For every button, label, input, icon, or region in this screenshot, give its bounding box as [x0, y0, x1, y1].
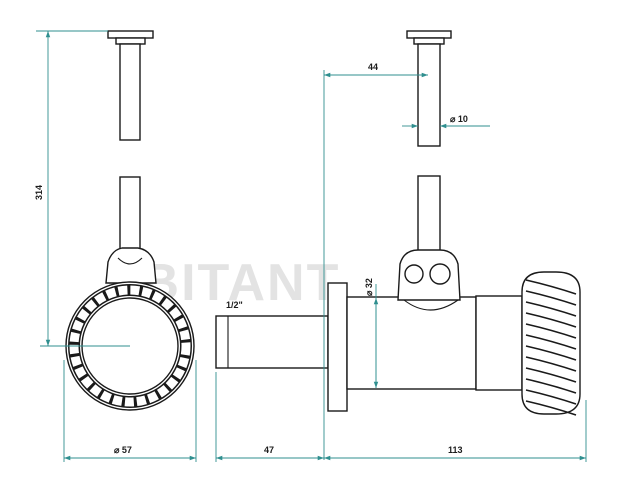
pipe-lower-left: [119, 176, 141, 258]
dim-text-57: ⌀ 57: [114, 445, 132, 455]
knurl-line: [525, 378, 577, 394]
pipe-flange-left: [107, 30, 154, 39]
thread-connector: [215, 315, 329, 369]
handle-collar: [475, 295, 523, 391]
dim-text-314: 314: [34, 185, 44, 200]
pipe-upper-left: [119, 43, 141, 141]
knurl-line: [525, 323, 577, 339]
knurl-line: [525, 312, 577, 328]
clamp-nut-left: [105, 247, 157, 284]
dim-pipe-diameter: ⌀ 10: [402, 114, 490, 129]
pipe-lower-right: [417, 175, 441, 257]
dim-text-44: 44: [368, 62, 378, 72]
knurl-line: [525, 345, 577, 361]
clamp-bolt-rear: [404, 264, 424, 284]
knurled-knob: [521, 271, 581, 415]
side-view: [215, 30, 581, 416]
knurl-line: [525, 400, 577, 416]
knurl-line: [525, 301, 577, 317]
dim-outlet-diameter: ⌀ 32: [364, 278, 379, 388]
dim-rosette-diameter: ⌀ 57: [63, 360, 197, 462]
valve-body: [346, 296, 477, 390]
dim-lengths: 47 113: [215, 372, 587, 462]
pipe-flange-right: [406, 30, 452, 39]
dim-overall-height: 314: [34, 30, 108, 346]
wall-flange: [327, 282, 348, 412]
knurl-line: [525, 290, 577, 306]
dim-text-113: 113: [448, 445, 463, 455]
knurl-line: [525, 334, 577, 350]
dim-offset: 44: [323, 62, 428, 460]
pipe-upper-right: [417, 43, 441, 147]
dim-text-47: 47: [264, 445, 274, 455]
clamp-saddle: [403, 299, 459, 311]
front-view: [65, 30, 195, 411]
dim-text-10: ⌀ 10: [450, 114, 468, 124]
pipe-nut-left: [115, 37, 146, 45]
clamp-nut-right: [397, 249, 461, 301]
knurl-line: [525, 356, 577, 372]
clamp-detail-left: [117, 257, 143, 265]
dim-text-thread: 1/2": [226, 300, 243, 310]
dim-text-32: ⌀ 32: [364, 278, 374, 296]
knob-knurling: [525, 279, 577, 416]
pipe-nut-right: [413, 37, 445, 45]
clamp-bolt: [429, 263, 451, 285]
knurl-line: [525, 279, 577, 295]
knurl-line: [525, 367, 577, 383]
knurl-line: [525, 389, 577, 405]
